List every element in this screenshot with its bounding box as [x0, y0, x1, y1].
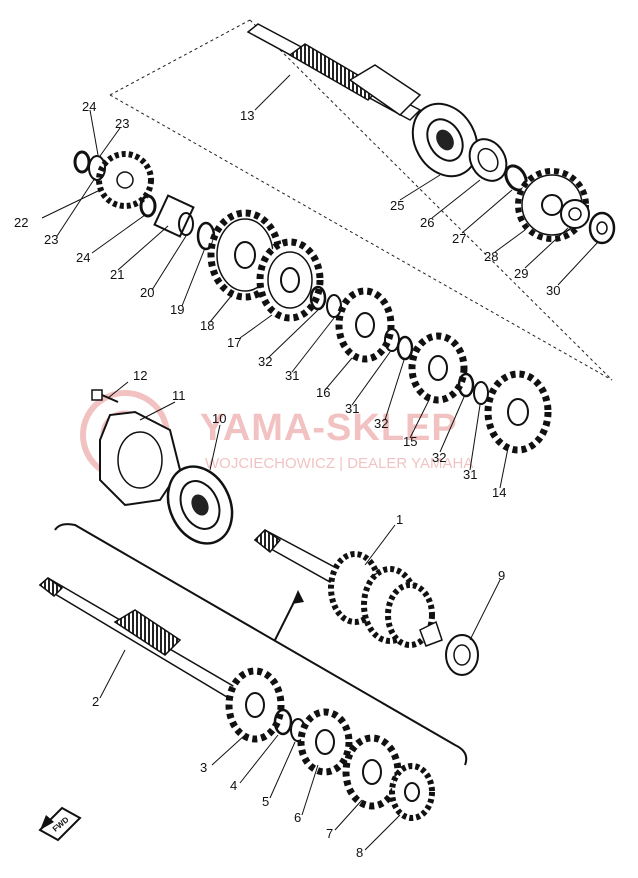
- callout-22: 22: [14, 215, 28, 230]
- gear-7: [342, 734, 402, 810]
- callout-1: 1: [396, 512, 403, 527]
- gear-16: [335, 287, 395, 363]
- washer-24b: [139, 194, 157, 218]
- callout-28: 28: [484, 249, 498, 264]
- shaft-2: [38, 577, 242, 701]
- watermark-brand: YAMA-SKLEP: [200, 407, 458, 449]
- callout-labels: 13 24 23 22 23 24 21 20 19 18 17 32 31 1…: [14, 99, 560, 860]
- bearing-9: [445, 634, 479, 676]
- callout-11: 11: [172, 388, 186, 403]
- callout-10: 10: [212, 411, 226, 426]
- callout-18: 18: [200, 318, 214, 333]
- collar-26: [468, 138, 508, 182]
- gear-8: [389, 763, 435, 821]
- callout-31-a: 31: [285, 368, 299, 383]
- fwd-arrow-icon: FWD: [38, 806, 82, 842]
- gear-22: [96, 151, 154, 209]
- callout-17: 17: [227, 335, 241, 350]
- gear-3: [225, 667, 285, 743]
- washer-32a: [309, 285, 327, 311]
- washer-32c: [457, 372, 475, 398]
- callout-23-bottom: 23: [44, 232, 58, 247]
- callout-19: 19: [170, 302, 184, 317]
- callout-24-bottom: 24: [76, 250, 90, 265]
- callout-25: 25: [390, 198, 404, 213]
- callout-16: 16: [316, 385, 330, 400]
- leader-lines: [41, 74, 599, 851]
- callout-23-top: 23: [115, 116, 129, 131]
- main-axle-1: [253, 529, 443, 648]
- callout-32-b: 32: [374, 416, 388, 431]
- washer-4: [273, 708, 293, 736]
- circlip-31c: [473, 381, 489, 405]
- gear-6: [297, 708, 353, 776]
- circlip-31a: [326, 294, 342, 318]
- callout-13: 13: [240, 108, 254, 123]
- nut-30: [588, 211, 616, 245]
- callout-26: 26: [420, 215, 434, 230]
- watermark-tagline: WOJCIECHOWICZ | DEALER YAMAHA: [205, 455, 473, 472]
- screw-12: [91, 389, 119, 403]
- callout-27: 27: [452, 231, 466, 246]
- callout-4: 4: [230, 778, 237, 793]
- drive-axle-shaft: [246, 23, 422, 121]
- drive-axle-frame: [109, 19, 613, 381]
- callout-12: 12: [133, 368, 147, 383]
- callout-3: 3: [200, 760, 207, 775]
- callout-30: 30: [546, 283, 560, 298]
- bearing-10: [166, 465, 234, 545]
- group-bracket: [54, 523, 468, 766]
- assembly-arrow: [274, 590, 304, 641]
- callout-7: 7: [326, 826, 333, 841]
- callout-8: 8: [356, 845, 363, 860]
- washer-24: [73, 150, 91, 174]
- washer-32b: [396, 335, 414, 361]
- lock-washer-29: [560, 199, 590, 229]
- callout-14: 14: [492, 485, 506, 500]
- circlip-20: [178, 212, 194, 236]
- watermark: YAMA-SKLEP WOJCIECHOWICZ | DEALER YAMAHA: [80, 390, 473, 480]
- callout-24-top: 24: [82, 99, 96, 114]
- callout-2: 2: [92, 694, 99, 709]
- callout-31-b: 31: [345, 401, 359, 416]
- callout-32-a: 32: [258, 354, 272, 369]
- gear-15: [408, 332, 468, 404]
- callout-31-c: 31: [463, 467, 477, 482]
- callout-15: 15: [403, 434, 417, 449]
- callout-21: 21: [110, 267, 124, 282]
- bearing-25: [411, 102, 479, 178]
- callout-6: 6: [294, 810, 301, 825]
- callout-32-c: 32: [432, 450, 446, 465]
- gear-17: [256, 238, 324, 322]
- callout-29: 29: [514, 266, 528, 281]
- gear-14: [484, 370, 552, 454]
- bush-21: [153, 194, 195, 238]
- callout-5: 5: [262, 794, 269, 809]
- callout-9: 9: [498, 568, 505, 583]
- callout-20: 20: [140, 285, 154, 300]
- bearing-plate-11: [99, 410, 182, 507]
